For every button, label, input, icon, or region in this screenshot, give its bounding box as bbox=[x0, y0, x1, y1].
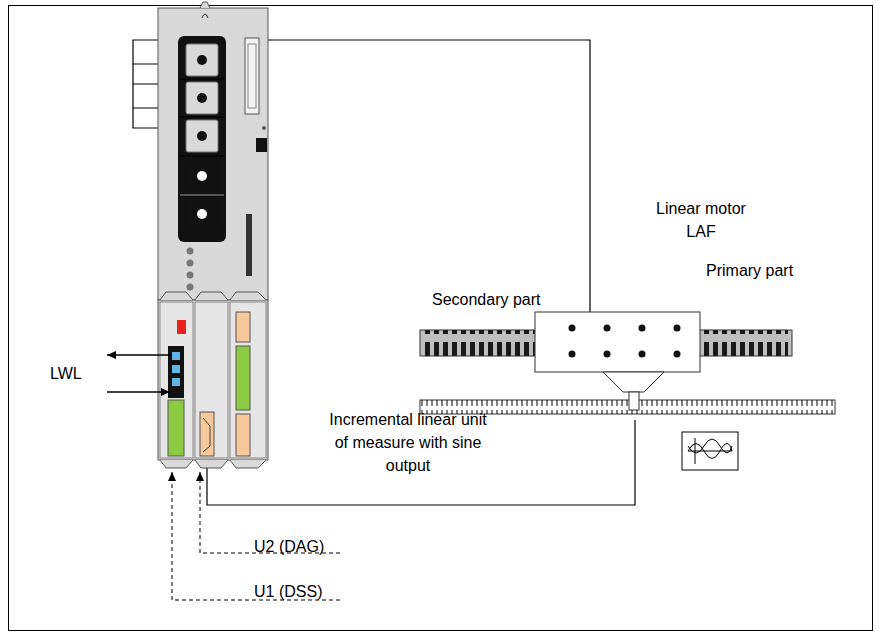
signal-name: LWL bbox=[50, 362, 110, 385]
fiber-out-arrow bbox=[107, 354, 172, 355]
fiber-in-arrow bbox=[107, 391, 170, 392]
interface-name: U1 (DSS) bbox=[254, 580, 354, 603]
motor-title: Linear motor LAF bbox=[645, 197, 757, 243]
part-name: Primary part bbox=[706, 259, 826, 282]
encoder-symbol bbox=[682, 432, 738, 470]
primary-part bbox=[535, 312, 700, 410]
measuring-system-label: Incremental linear unit of measure with … bbox=[328, 408, 488, 477]
part-name: Secondary part bbox=[432, 288, 562, 311]
drive-module bbox=[158, 2, 268, 300]
interface-name: U2 (DAG) bbox=[254, 535, 354, 558]
frame bbox=[9, 6, 873, 631]
plug-in-modules bbox=[158, 292, 268, 468]
u1-interface-line bbox=[172, 472, 340, 600]
